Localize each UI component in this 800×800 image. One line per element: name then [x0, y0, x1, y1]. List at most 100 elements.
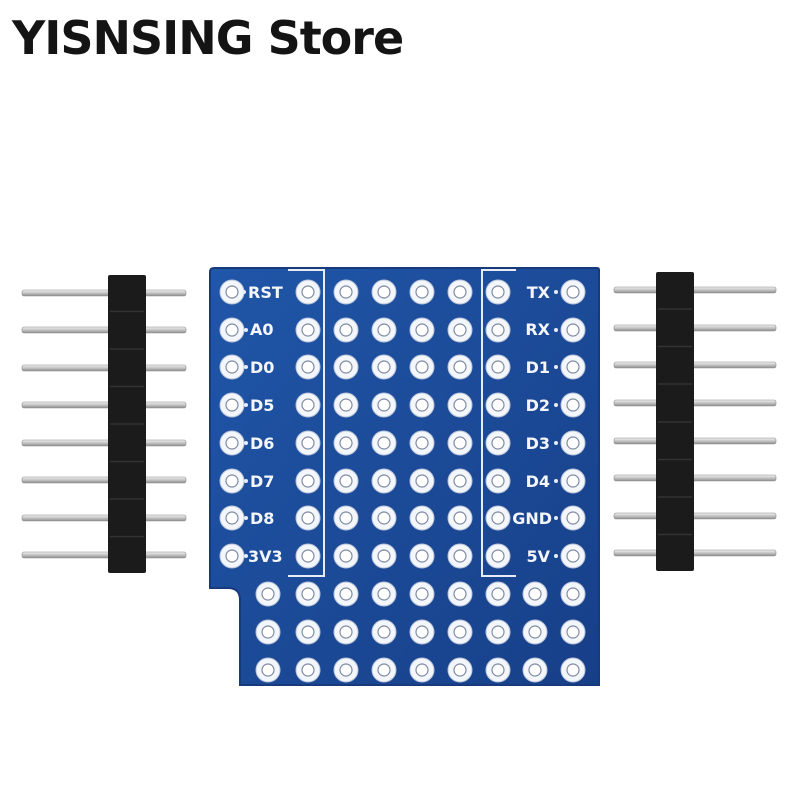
through-hole-pad	[219, 392, 245, 418]
pin-label-a0: A0	[250, 320, 274, 339]
silkscreen-dot	[554, 328, 558, 332]
through-hole-pad	[409, 354, 435, 380]
header-pin	[21, 551, 187, 559]
through-hole-pad	[560, 619, 586, 645]
through-hole-pad	[409, 392, 435, 418]
silkscreen-dot	[244, 479, 248, 483]
through-hole-pad	[295, 543, 321, 569]
through-hole-pad	[447, 505, 473, 531]
through-hole-pad	[371, 430, 397, 456]
through-hole-pad	[447, 468, 473, 494]
through-hole-grid	[219, 279, 586, 683]
through-hole-pad	[371, 354, 397, 380]
pin-label-d8: D8	[250, 509, 274, 528]
silkscreen-dot	[244, 403, 248, 407]
through-hole-pad	[371, 619, 397, 645]
through-hole-pad	[447, 430, 473, 456]
header-pin	[21, 289, 187, 297]
through-hole-pad	[333, 279, 359, 305]
through-hole-pad	[485, 657, 511, 683]
right-pin-labels: TX RX D1 D2 D3 D4 GND 5V	[512, 283, 552, 566]
left-silkscreen-bracket	[288, 269, 325, 577]
through-hole-pad	[409, 430, 435, 456]
silkscreen-dot	[554, 365, 558, 369]
through-hole-pad	[255, 619, 281, 645]
through-hole-pad	[295, 279, 321, 305]
through-hole-pad	[219, 354, 245, 380]
through-hole-pad	[560, 392, 586, 418]
header-pin	[613, 512, 777, 520]
through-hole-pad	[295, 392, 321, 418]
through-hole-pad	[522, 657, 548, 683]
through-hole-pad	[560, 279, 586, 305]
through-hole-pad	[447, 657, 473, 683]
through-hole-pad	[295, 581, 321, 607]
pin-label-d5: D5	[250, 396, 274, 415]
through-hole-pad	[295, 657, 321, 683]
pin-label-5v: 5V	[526, 547, 550, 566]
through-hole-pad	[409, 657, 435, 683]
through-hole-pad	[371, 543, 397, 569]
left-pin-header	[21, 275, 187, 573]
silkscreen-dot	[244, 516, 248, 520]
through-hole-pad	[409, 468, 435, 494]
through-hole-pad	[333, 317, 359, 343]
through-hole-pad	[560, 505, 586, 531]
right-pin-header	[613, 272, 777, 571]
header-pin	[613, 286, 777, 294]
through-hole-pad	[522, 581, 548, 607]
through-hole-pad	[409, 505, 435, 531]
through-hole-pad	[219, 279, 245, 305]
header-pin	[613, 361, 777, 369]
pin-label-tx: TX	[527, 283, 551, 302]
through-hole-pad	[219, 468, 245, 494]
pin-label-d3: D3	[526, 434, 550, 453]
through-hole-pad	[333, 430, 359, 456]
through-hole-pad	[560, 354, 586, 380]
silkscreen-dot	[554, 479, 558, 483]
through-hole-pad	[371, 505, 397, 531]
header-pin	[21, 326, 187, 334]
silkscreen-dot	[554, 516, 558, 520]
header-pin	[613, 324, 777, 332]
through-hole-pad	[295, 317, 321, 343]
through-hole-pad	[371, 468, 397, 494]
through-hole-pad	[447, 317, 473, 343]
pin-label-d7: D7	[250, 472, 274, 491]
silkscreen-dot	[244, 365, 248, 369]
pin-label-gnd: GND	[512, 509, 552, 528]
silkscreen-dot	[244, 441, 248, 445]
through-hole-pad	[560, 430, 586, 456]
through-hole-pad	[333, 657, 359, 683]
through-hole-pad	[371, 581, 397, 607]
through-hole-pad	[485, 317, 511, 343]
through-hole-pad	[409, 619, 435, 645]
store-title: YISNSING Store	[12, 11, 404, 65]
header-pin	[613, 437, 777, 445]
through-hole-pad	[409, 317, 435, 343]
through-hole-pad	[333, 354, 359, 380]
pin-label-rx: RX	[525, 320, 550, 339]
through-hole-pad	[371, 279, 397, 305]
through-hole-pad	[522, 619, 548, 645]
through-hole-pad	[485, 619, 511, 645]
through-hole-pad	[295, 430, 321, 456]
silkscreen-dot	[554, 290, 558, 294]
through-hole-pad	[371, 392, 397, 418]
pin-label-d2: D2	[526, 396, 550, 415]
through-hole-pad	[295, 505, 321, 531]
header-pin	[613, 549, 777, 557]
through-hole-pad	[333, 468, 359, 494]
through-hole-pad	[560, 581, 586, 607]
through-hole-pad	[295, 468, 321, 494]
header-pin	[21, 439, 187, 447]
through-hole-pad	[485, 543, 511, 569]
through-hole-pad	[255, 657, 281, 683]
through-hole-pad	[219, 430, 245, 456]
through-hole-pad	[485, 392, 511, 418]
header-pin	[21, 401, 187, 409]
through-hole-pad	[485, 505, 511, 531]
through-hole-pad	[560, 657, 586, 683]
through-hole-pad	[333, 392, 359, 418]
